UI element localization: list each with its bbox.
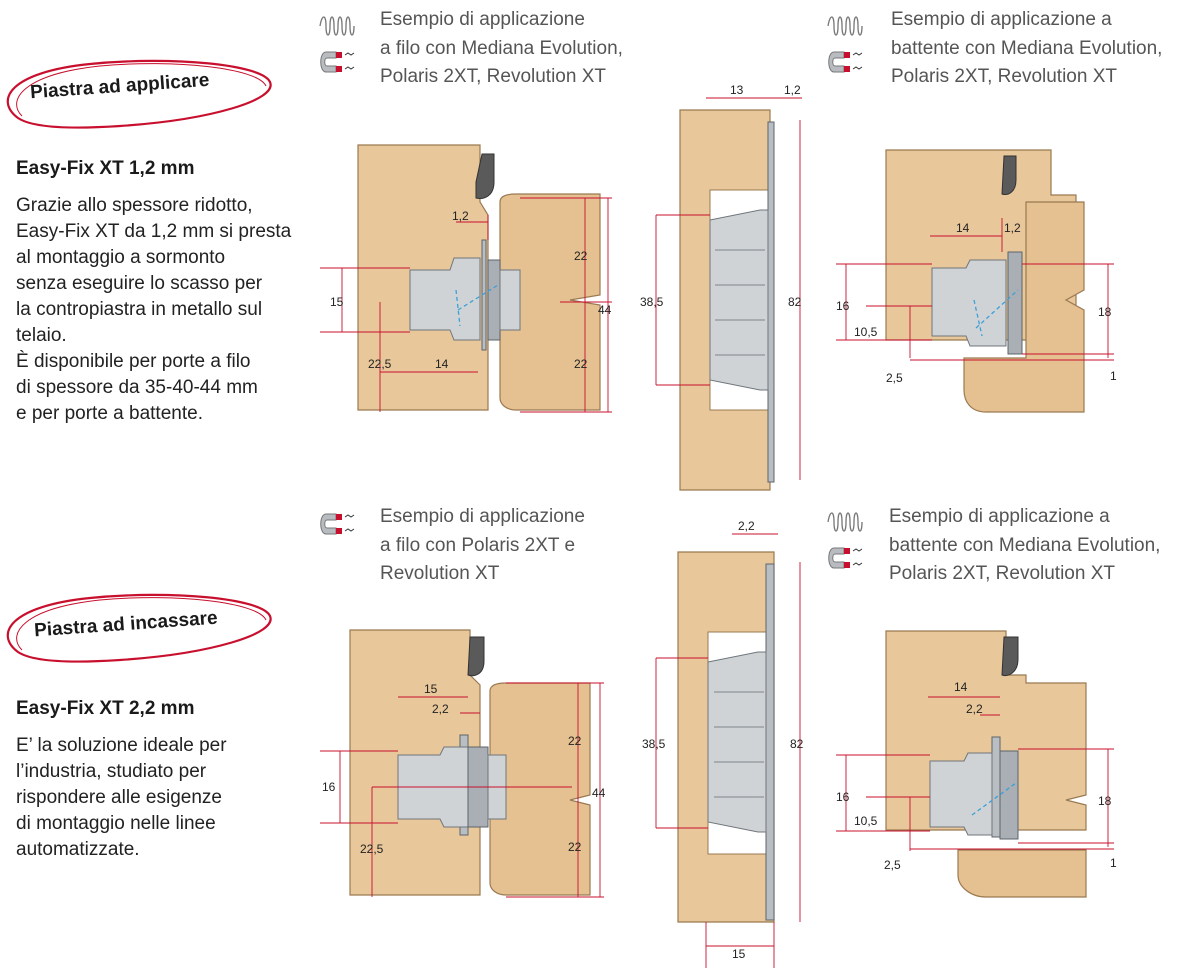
dim-label: 15 xyxy=(424,682,438,696)
product-title: Easy-Fix XT 2,2 mm xyxy=(16,698,195,719)
text-line: a filo con Polaris 2XT e xyxy=(380,534,576,556)
dim-label: 1,2 xyxy=(1004,221,1021,235)
dim-label: 16 xyxy=(836,299,850,313)
product-description: Grazie allo spessore ridotto, Easy-Fix XT… xyxy=(16,193,291,427)
diagram-front-applicare: 13 1,2 38,5 82 xyxy=(640,83,802,491)
text-line: telaio. xyxy=(16,325,67,346)
magnet-icon xyxy=(320,513,355,535)
spring-icon xyxy=(827,512,863,532)
dim-label: 22,5 xyxy=(360,842,384,856)
dim-label: 1 xyxy=(1110,369,1117,383)
dim-label: 15 xyxy=(330,295,344,309)
badge-incassare: Piastra ad incassare xyxy=(0,590,280,666)
text-line: È disponibile per porte a filo xyxy=(16,351,251,372)
dim-label: 22 xyxy=(568,734,582,748)
text-line: Esempio di applicazione a xyxy=(891,9,1112,30)
icon-group xyxy=(319,16,355,73)
gasket xyxy=(475,153,495,199)
text-line: rispondere alle esigenze xyxy=(16,787,222,808)
dim-label: 44 xyxy=(592,786,606,800)
dim-label: 1,2 xyxy=(452,209,469,223)
dim-label: 2,5 xyxy=(886,371,903,385)
dim-label: 10,5 xyxy=(854,325,878,339)
text-line: Grazie allo spessore ridotto, xyxy=(16,195,253,216)
icon-group xyxy=(827,16,863,73)
dim-label: 14 xyxy=(435,357,449,371)
text-line: automatizzate. xyxy=(16,839,140,860)
text-line: battente con Mediana Evolution, xyxy=(891,37,1163,59)
badge-applicare: Piastra ad applicare xyxy=(0,56,280,132)
icon-group xyxy=(827,512,863,569)
dim-label: 15 xyxy=(732,947,746,961)
dim-label: 38,5 xyxy=(640,295,664,309)
dim-label: 1,2 xyxy=(784,83,801,97)
dim-label: 1 xyxy=(1110,856,1117,870)
dim-label: 2,2 xyxy=(966,702,983,716)
gasket xyxy=(1001,155,1017,195)
dim-label: 82 xyxy=(790,737,804,751)
text-line: al montaggio a sormonto xyxy=(16,247,226,268)
text-line: la contropiastra in metallo sul xyxy=(16,299,263,320)
dim-label: 2,2 xyxy=(738,519,755,533)
dim-label: 22 xyxy=(574,249,588,263)
strike-plate xyxy=(767,121,775,483)
spring-icon xyxy=(319,16,355,36)
text-line: Esempio di applicazione a xyxy=(889,506,1110,527)
dim-label: 14 xyxy=(956,221,970,235)
dim-label: 16 xyxy=(322,780,336,794)
magnet-icon xyxy=(320,51,355,73)
text-line: a filo con Mediana Evolution, xyxy=(380,37,623,59)
text-line: Easy-Fix XT da 1,2 mm si presta xyxy=(16,221,292,242)
diagram-front-incassare: 2,2 38,5 82 15 xyxy=(642,519,804,968)
text-line: Polaris 2XT, Revolution XT xyxy=(891,66,1117,87)
text-line: di spessore da 35-40-44 mm xyxy=(16,377,258,398)
text-line: battente con Mediana Evolution, xyxy=(889,534,1161,556)
product-title: Easy-Fix XT 1,2 mm xyxy=(16,158,195,179)
icon-group xyxy=(320,513,355,535)
spring-icon xyxy=(827,16,863,36)
text-line: E’ la soluzione ideale per xyxy=(16,735,227,756)
dim-label: 82 xyxy=(788,295,802,309)
dim-label: 22,5 xyxy=(368,357,392,371)
text-line: e per porte a battente. xyxy=(16,403,203,424)
text-line: Revolution XT xyxy=(380,563,500,584)
badge-swoosh-icon xyxy=(6,59,272,129)
diagram-rebated-applicare: 14 1,2 16 10,5 2,5 18 1 xyxy=(836,149,1117,413)
dim-label: 44 xyxy=(598,303,612,317)
text-line: Polaris 2XT, Revolution XT xyxy=(889,563,1115,584)
application-caption: Esempio di applicazione a battente con Me… xyxy=(889,503,1160,589)
text-line: di montaggio nelle linee xyxy=(16,813,216,834)
dim-label: 2,5 xyxy=(884,858,901,872)
gasket xyxy=(1001,636,1019,676)
dim-label: 38,5 xyxy=(642,737,666,751)
application-caption: Esempio di applicazione a filo con Median… xyxy=(380,6,623,92)
text-line: l’industria, studiato per xyxy=(16,761,207,782)
text-line: Esempio di applicazione xyxy=(380,9,585,30)
diagram-flush-applicare: 1,2 15 22,5 14 22 22 44 xyxy=(320,144,612,413)
dim-label: 10,5 xyxy=(854,814,878,828)
text-line: senza eseguire lo scasso per xyxy=(16,273,263,294)
text-line: Polaris 2XT, Revolution XT xyxy=(380,66,606,87)
strike-plate xyxy=(991,736,1001,838)
gasket xyxy=(467,636,485,677)
strike-plate xyxy=(765,563,775,921)
dim-label: 13 xyxy=(730,83,744,97)
application-caption: Esempio di applicazione a filo con Polari… xyxy=(380,503,585,589)
dim-label: 14 xyxy=(954,680,968,694)
dim-label: 2,2 xyxy=(432,702,449,716)
badge-swoosh-icon xyxy=(6,593,272,663)
diagram-flush-incassare: 15 2,2 16 22,5 22 22 44 xyxy=(320,629,606,898)
dim-label: 18 xyxy=(1098,305,1112,319)
application-caption: Esempio di applicazione a battente con Me… xyxy=(891,6,1162,92)
product-description: E’ la soluzione ideale per l’industria, s… xyxy=(16,733,227,863)
dim-label: 18 xyxy=(1098,794,1112,808)
dim-label: 22 xyxy=(568,840,582,854)
magnet-icon xyxy=(828,51,863,73)
dim-label: 22 xyxy=(574,357,588,371)
dim-label: 16 xyxy=(836,790,850,804)
magnet-icon xyxy=(828,547,863,569)
diagram-rebated-incassare: 14 2,2 16 10,5 2,5 18 1 xyxy=(836,630,1117,898)
text-line: Esempio di applicazione xyxy=(380,506,585,527)
